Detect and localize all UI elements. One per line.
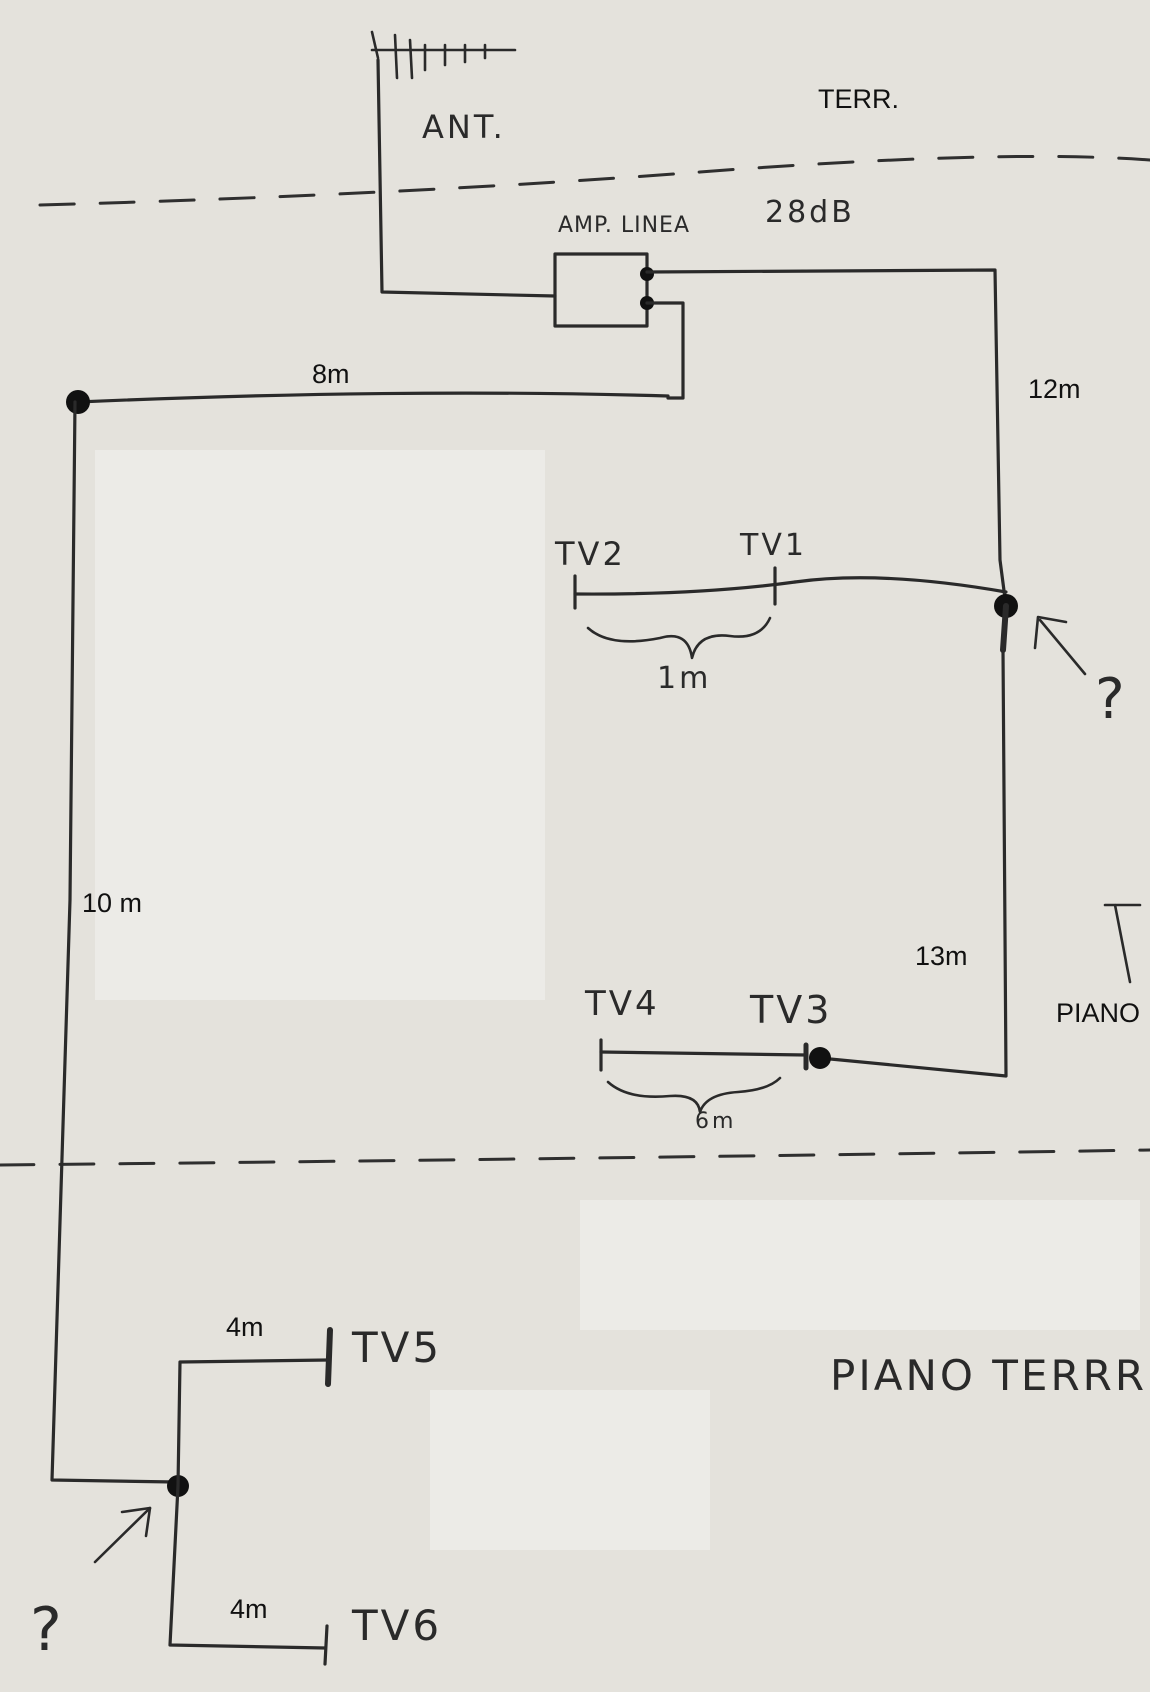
splitter-right-stub xyxy=(1000,603,1009,653)
brace-1m xyxy=(586,616,772,660)
label-ant: ANT. xyxy=(422,108,506,146)
label-10m: 10 m xyxy=(82,888,142,918)
label-question-left: ? xyxy=(30,1595,65,1665)
label-tv4: TV4 xyxy=(584,984,660,1024)
edge-mark xyxy=(1103,903,1142,984)
label-1m: 1m xyxy=(657,661,711,696)
label-piano: PIANO xyxy=(1056,998,1140,1028)
label-tv1: TV1 xyxy=(739,528,807,563)
cable-tv6 xyxy=(168,1484,327,1650)
label-6m: 6m xyxy=(695,1109,736,1134)
cable-tv1-tv2 xyxy=(573,580,797,596)
node-top-left xyxy=(66,390,90,414)
label-4m-tv6: 4m xyxy=(230,1594,268,1624)
paper-patch xyxy=(430,1390,710,1550)
cable-10m xyxy=(50,400,177,1484)
label-tv2: TV2 xyxy=(554,535,626,573)
label-tv5: TV5 xyxy=(351,1323,442,1372)
cable-12m xyxy=(645,268,1008,608)
node-tv3 xyxy=(809,1047,831,1069)
tv6-tick xyxy=(323,1624,329,1666)
paper-patch xyxy=(95,450,545,1000)
cable-tv1 xyxy=(793,576,1008,594)
label-piano-terra: PIANO TERRR xyxy=(830,1351,1147,1400)
cable-8m xyxy=(76,391,670,404)
label-12m: 12m xyxy=(1028,374,1081,404)
cable-13m xyxy=(818,648,1008,1078)
label-8m: 8m xyxy=(312,359,350,389)
brace-6m xyxy=(606,1076,782,1114)
arrow-icon xyxy=(1033,615,1087,676)
paper-patch xyxy=(580,1200,1140,1330)
label-tv3: TV3 xyxy=(749,988,832,1032)
label-terr: TERR. xyxy=(818,84,899,114)
label-question-right: ? xyxy=(1095,667,1128,732)
cable-tv5 xyxy=(176,1358,330,1488)
cable-8m-connector xyxy=(645,301,685,400)
floor-divider-middle xyxy=(0,1148,1150,1167)
label-gain: 28dB xyxy=(765,195,855,230)
label-amp-linea: AMP. LINEA xyxy=(558,213,690,238)
label-tv6: TV6 xyxy=(351,1601,442,1650)
amp-output-top xyxy=(640,267,654,281)
label-13m: 13m xyxy=(915,941,968,971)
antenna-cable xyxy=(376,58,557,298)
label-4m-tv5: 4m xyxy=(226,1312,264,1342)
cable-tv3-tv4 xyxy=(599,1050,808,1057)
amplifier-box xyxy=(553,252,649,328)
tv5-tick xyxy=(325,1327,333,1387)
arrow-icon xyxy=(93,1506,152,1564)
antenna-icon xyxy=(370,30,517,80)
floor-divider-top xyxy=(38,154,1150,207)
